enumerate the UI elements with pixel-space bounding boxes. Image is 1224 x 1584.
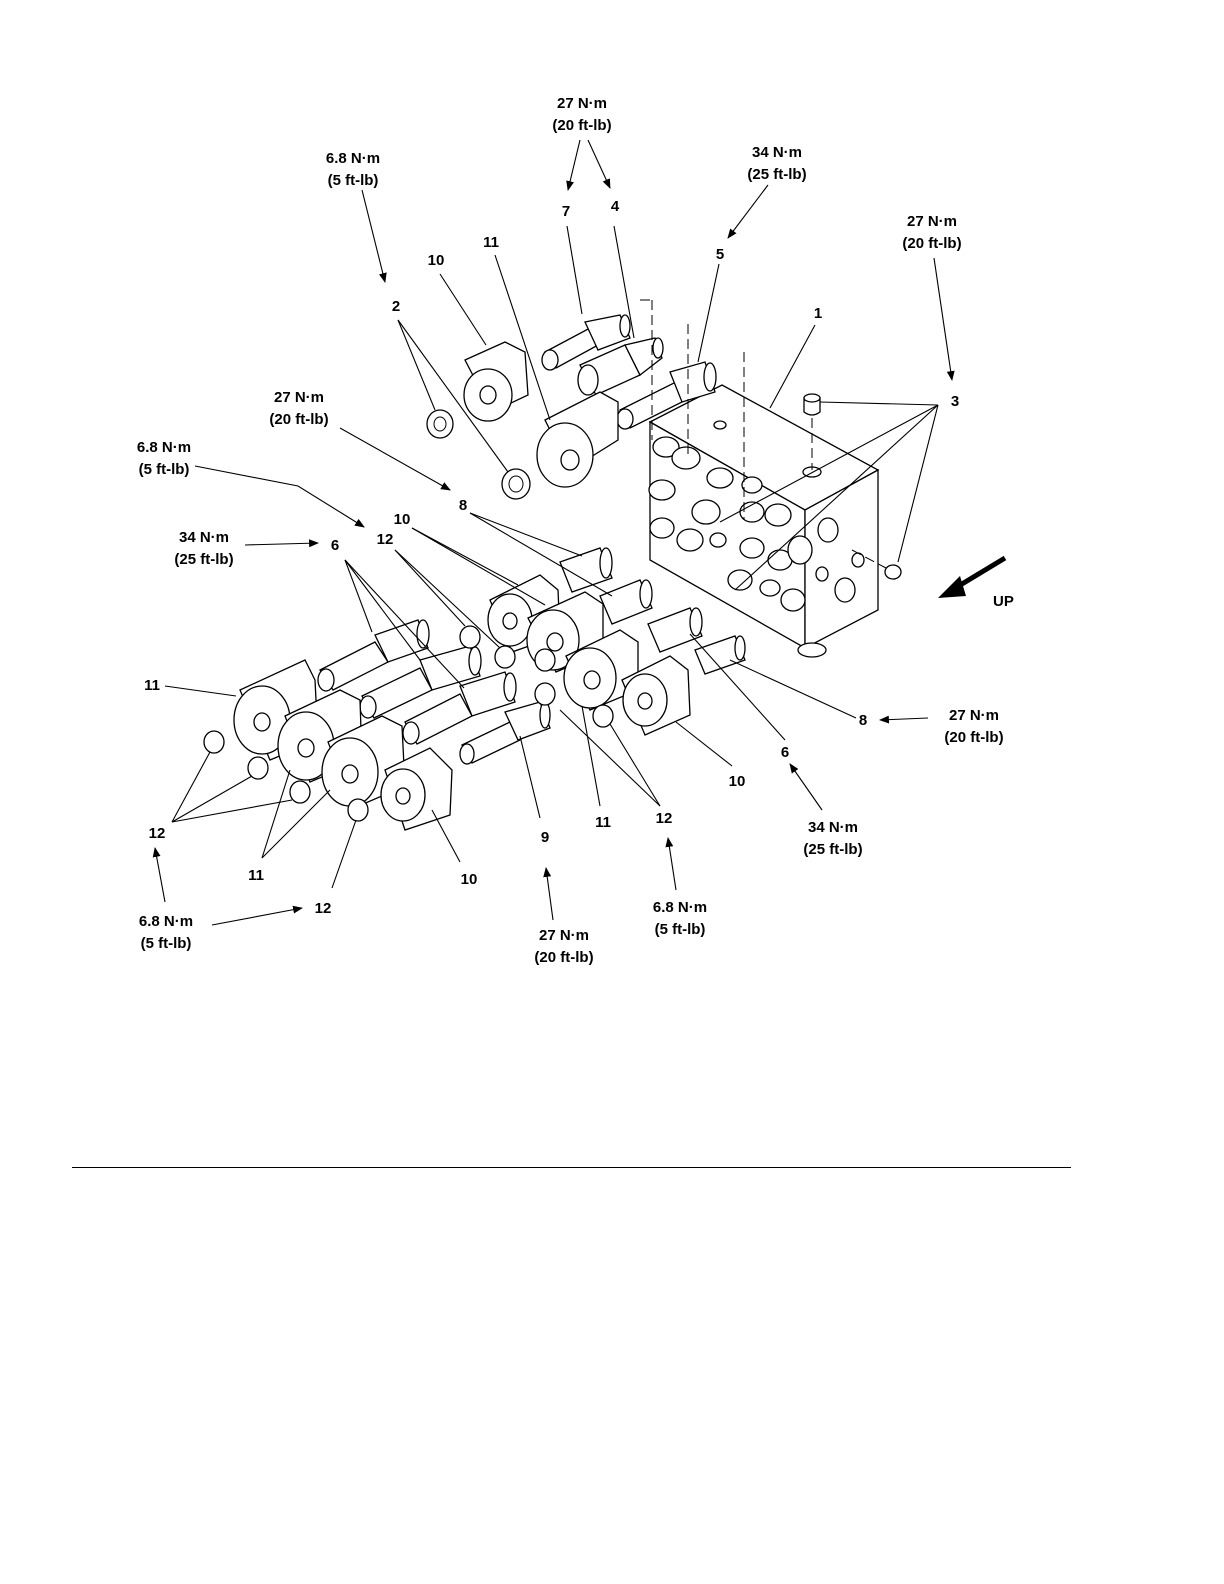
callout-11-middle: 11 (595, 814, 611, 831)
callout-12-middle: 12 (656, 810, 673, 827)
solenoid-coil-10-upper (464, 342, 528, 421)
callout-1: 1 (814, 305, 822, 322)
callout-4: 4 (611, 198, 620, 215)
cartridge-valve-6-4 (648, 608, 702, 652)
callout-10-lower: 10 (461, 871, 478, 888)
cartridge-valve-8-3 (695, 636, 745, 674)
callout-6-left: 6 (331, 537, 339, 554)
torque-label-3: 27 N·m(20 ft-lb) (902, 213, 961, 252)
torque-label-12-middle: 6.8 N·m(5 ft-lb) (653, 899, 707, 938)
nut-2a (427, 410, 453, 438)
callout-3: 3 (951, 393, 959, 410)
nut-2b (502, 469, 530, 499)
torque-label-8-upper: 27 N·m(20 ft-lb) (269, 389, 328, 428)
callout-12-lower: 12 (315, 900, 332, 917)
section-divider (72, 1167, 1071, 1168)
torque-label-top: 27 N·m(20 ft-lb) (552, 95, 611, 134)
torque-label-12-lower: 6.8 N·m(5 ft-lb) (139, 913, 193, 952)
torque-label-8-right: 27 N·m(20 ft-lb) (944, 707, 1003, 746)
callout-8-upper: 8 (459, 497, 467, 514)
torque-label-5: 34 N·m(25 ft-lb) (747, 144, 806, 183)
cartridge-valve-8-2 (600, 580, 652, 624)
callout-7: 7 (562, 203, 570, 220)
torque-label-9: 27 N·m(20 ft-lb) (534, 927, 593, 966)
callout-10-right: 10 (729, 773, 746, 790)
up-direction-indicator: UP (938, 558, 1014, 610)
callout-12-left: 12 (149, 825, 166, 842)
callout-10-upper: 10 (428, 252, 445, 269)
up-label: UP (993, 593, 1014, 610)
solenoid-coil-11-upper (537, 392, 618, 487)
torque-label-6-left: 34 N·m(25 ft-lb) (174, 529, 233, 568)
callout-11-left: 11 (144, 677, 160, 694)
torque-label-2: 6.8 N·m(5 ft-lb) (326, 150, 380, 189)
callout-11-upper: 11 (483, 234, 499, 251)
callout-12-upper: 12 (377, 531, 394, 548)
callout-5: 5 (716, 246, 724, 263)
callout-10-middle: 10 (394, 511, 411, 528)
callout-9: 9 (541, 829, 549, 846)
callout-6-right: 6 (781, 744, 789, 761)
callout-2: 2 (392, 298, 400, 315)
callout-11-lower: 11 (248, 867, 264, 884)
torque-label-6-right: 34 N·m(25 ft-lb) (803, 819, 862, 858)
torque-label-12-upper: 6.8 N·m(5 ft-lb) (137, 439, 191, 478)
callout-8-right: 8 (859, 712, 867, 729)
